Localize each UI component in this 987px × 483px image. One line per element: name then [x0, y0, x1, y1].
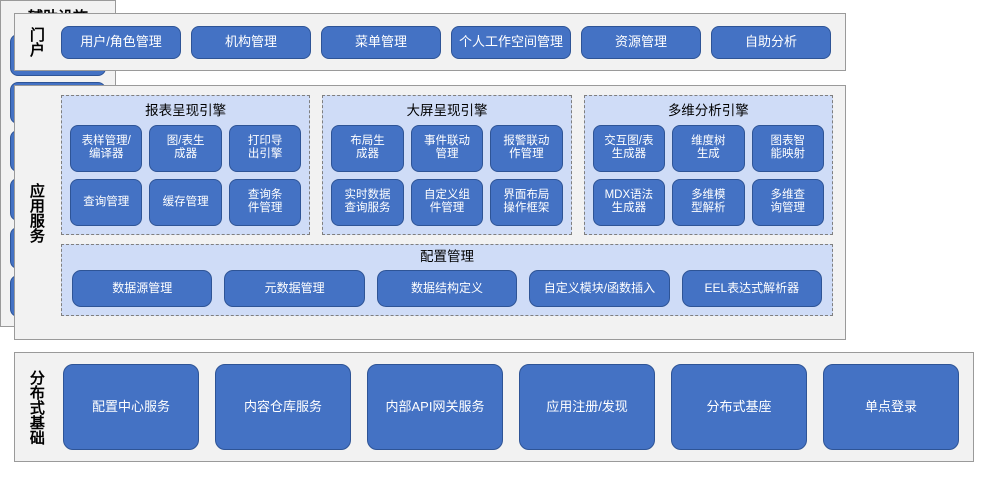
card-custom-module-function-insertion[interactable]: 自定义模块/函数插入: [529, 269, 670, 307]
application-service-section: 应用服务 报表呈现引擎 表样管理/ 编译器 图/表生 成器 打印导 出引擎 查询…: [14, 85, 846, 340]
application-service-body: 报表呈现引擎 表样管理/ 编译器 图/表生 成器 打印导 出引擎 查询管理 缓存…: [57, 86, 845, 339]
card-query-condition-management[interactable]: 查询条 件管理: [228, 178, 302, 226]
card-mdx-syntax-generator[interactable]: MDX语法 生成器: [592, 178, 666, 226]
engine-multidimensional-analysis-grid: 交互图/表 生成器 维度树 生成 图表智 能映射 MDX语法 生成器 多维模 型…: [592, 124, 824, 226]
card-ui-layout-operation-framework[interactable]: 界面布局 操作框架: [490, 178, 563, 226]
card-datasource-management[interactable]: 数据源管理: [72, 269, 213, 307]
portal-card-list: 用户/角色管理 机构管理 菜单管理 个人工作空间管理 资源管理 自助分析: [57, 14, 845, 70]
card-alarm-linkage-action-management[interactable]: 报警联动 作管理: [490, 124, 563, 172]
distributed-base-section: 分布式基础 配置中心服务 内容仓库服务 内部API网关服务 应用注册/发现 分布…: [14, 352, 974, 462]
card-application-registration-discovery[interactable]: 应用注册/发现: [519, 364, 655, 450]
portal-section: 门户 用户/角色管理 机构管理 菜单管理 个人工作空间管理 资源管理 自助分析: [14, 13, 846, 71]
engine-large-screen-rendering-grid: 布局生 成器 事件联动 管理 报警联动 作管理 实时数据 查询服务 自定义组 件…: [331, 124, 563, 226]
card-multidimensional-model-parsing[interactable]: 多维模 型解析: [672, 178, 745, 226]
configuration-management-title: 配置管理: [420, 249, 474, 264]
portal-card-self-service-analysis[interactable]: 自助分析: [711, 25, 831, 59]
configuration-management-band: 配置管理 数据源管理 元数据管理 数据结构定义 自定义模块/函数插入 EEL表达…: [61, 244, 833, 316]
card-print-export-engine[interactable]: 打印导 出引擎: [228, 124, 302, 172]
card-multidimensional-query-management[interactable]: 多维查 询管理: [751, 178, 824, 226]
portal-card-resource-management[interactable]: 资源管理: [581, 25, 701, 59]
card-layout-generator[interactable]: 布局生 成器: [331, 124, 404, 172]
portal-card-organization-management[interactable]: 机构管理: [191, 25, 311, 59]
portal-card-user-role-management[interactable]: 用户/角色管理: [61, 25, 181, 59]
portal-card-personal-workspace-management[interactable]: 个人工作空间管理: [451, 25, 571, 59]
card-form-template-management-compiler[interactable]: 表样管理/ 编译器: [70, 124, 143, 172]
engine-report-rendering: 报表呈现引擎 表样管理/ 编译器 图/表生 成器 打印导 出引擎 查询管理 缓存…: [61, 95, 311, 235]
card-internal-api-gateway-service[interactable]: 内部API网关服务: [367, 364, 503, 450]
application-service-section-label: 应用服务: [27, 182, 45, 243]
configuration-management-card-list: 数据源管理 元数据管理 数据结构定义 自定义模块/函数插入 EEL表达式解析器: [72, 269, 823, 307]
card-custom-component-management[interactable]: 自定义组 件管理: [410, 178, 484, 226]
engine-row: 报表呈现引擎 表样管理/ 编译器 图/表生 成器 打印导 出引擎 查询管理 缓存…: [61, 95, 833, 235]
distributed-base-card-list: 配置中心服务 内容仓库服务 内部API网关服务 应用注册/发现 分布式基座 单点…: [57, 353, 973, 461]
engine-multidimensional-analysis-title: 多维分析引擎: [667, 103, 749, 118]
card-interactive-chart-table-generator[interactable]: 交互图/表 生成器: [592, 124, 666, 172]
card-dimension-tree-generation[interactable]: 维度树 生成: [672, 124, 745, 172]
card-realtime-data-query-service[interactable]: 实时数据 查询服务: [331, 178, 404, 226]
portal-card-menu-management[interactable]: 菜单管理: [321, 25, 441, 59]
card-distributed-base-platform[interactable]: 分布式基座: [671, 364, 807, 450]
card-content-repository-service[interactable]: 内容仓库服务: [215, 364, 351, 450]
engine-report-rendering-title: 报表呈现引擎: [145, 103, 227, 118]
card-event-linkage-management[interactable]: 事件联动 管理: [410, 124, 484, 172]
card-chart-table-generator[interactable]: 图/表生 成器: [149, 124, 222, 172]
distributed-base-section-label: 分布式基础: [27, 369, 45, 445]
card-data-structure-definition[interactable]: 数据结构定义: [376, 269, 518, 307]
card-metadata-management[interactable]: 元数据管理: [224, 269, 365, 307]
card-config-center-service[interactable]: 配置中心服务: [63, 364, 199, 450]
card-cache-management[interactable]: 缓存管理: [149, 178, 222, 226]
card-single-sign-on[interactable]: 单点登录: [823, 364, 959, 450]
engine-multidimensional-analysis: 多维分析引擎 交互图/表 生成器 维度树 生成 图表智 能映射 MDX语法 生成…: [583, 95, 833, 235]
engine-large-screen-rendering: 大屏呈现引擎 布局生 成器 事件联动 管理 报警联动 作管理 实时数据 查询服务…: [322, 95, 572, 235]
engine-report-rendering-grid: 表样管理/ 编译器 图/表生 成器 打印导 出引擎 查询管理 缓存管理 查询条 …: [70, 124, 302, 226]
card-query-management[interactable]: 查询管理: [70, 178, 143, 226]
engine-large-screen-rendering-title: 大屏呈现引擎: [406, 103, 488, 118]
card-chart-intelligent-mapping[interactable]: 图表智 能映射: [751, 124, 824, 172]
card-eel-expression-parser[interactable]: EEL表达式解析器: [681, 269, 823, 307]
portal-section-label: 门户: [27, 27, 45, 57]
